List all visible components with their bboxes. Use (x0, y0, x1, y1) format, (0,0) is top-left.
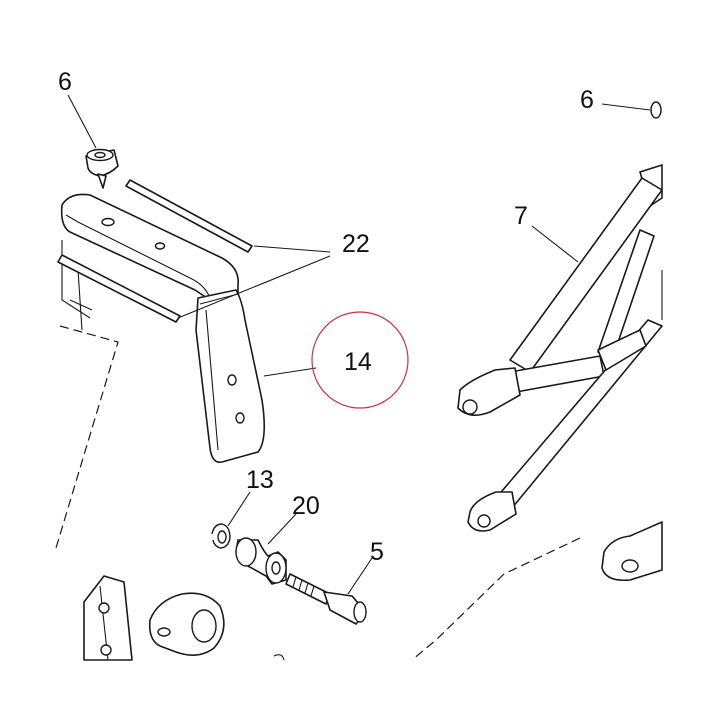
callout-20: 20 (292, 492, 320, 520)
callout-5: 5 (370, 538, 384, 566)
callout-22: 22 (342, 230, 370, 258)
strip-part-22[interactable] (57, 179, 253, 323)
callout-7: 7 (514, 202, 528, 230)
callout-highlight-circle (311, 311, 409, 409)
mounting-hole (235, 412, 245, 424)
clip-part-13[interactable] (211, 523, 231, 549)
fastener-part-6-left[interactable] (85, 148, 119, 189)
leader-lines (67, 94, 651, 595)
mounting-hole (154, 242, 166, 250)
bracket-part-14[interactable] (60, 193, 266, 464)
callout-6-left: 6 (58, 68, 72, 96)
link-arm[interactable] (601, 521, 663, 582)
fastener-part-6-right[interactable] (650, 101, 662, 119)
callout-13: 13 (246, 466, 274, 494)
mounting-hole (227, 374, 237, 386)
callout-6-right: 6 (580, 86, 594, 114)
dashed-centerlines (55, 325, 581, 661)
frame-part-7[interactable] (457, 164, 663, 532)
bushing-part-20[interactable] (235, 537, 287, 585)
callout-14: 14 (344, 348, 372, 376)
mounting-hole (101, 217, 115, 227)
mounting-bracket-lower[interactable] (83, 575, 285, 661)
bolt-part-5[interactable] (285, 573, 367, 625)
